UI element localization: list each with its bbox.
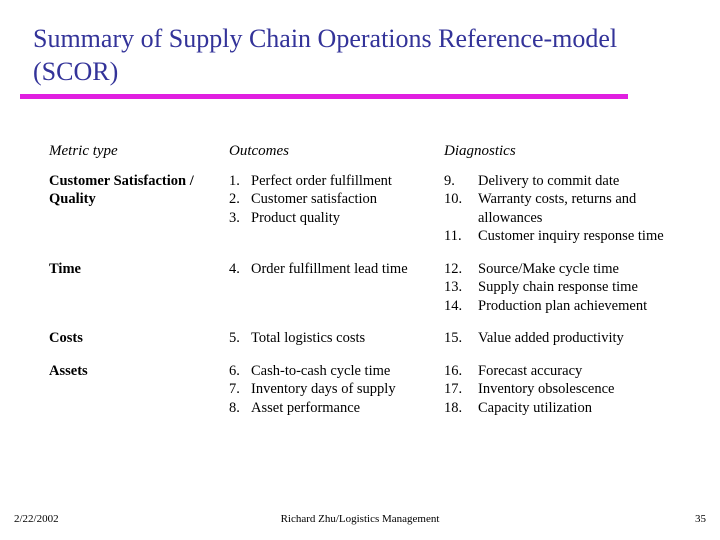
metric-item: 12. Source/Make cycle time bbox=[444, 260, 666, 279]
table-row: Assets 6. Cash-to-cash cycle time 7. Invento… bbox=[43, 357, 672, 427]
cell-outcomes: 5. Total logistics costs bbox=[223, 324, 438, 357]
metric-item-number: 18. bbox=[444, 399, 463, 416]
page-title: Summary of Supply Chain Operations Refer… bbox=[33, 24, 618, 86]
scor-table-body: Metric type Outcomes Diagnostics Custome… bbox=[43, 136, 672, 427]
metric-item-number: 14. bbox=[444, 297, 463, 314]
metric-item: 16. Forecast accuracy bbox=[444, 362, 666, 381]
metric-item-number: 6. bbox=[229, 362, 240, 379]
slide-footer: 2/22/2002 Richard Zhu/Logistics Manageme… bbox=[0, 512, 720, 532]
metric-type-label: Time bbox=[49, 260, 81, 277]
outcomes-list: 1. Perfect order fulfillment 2. Customer sa… bbox=[229, 172, 432, 228]
metric-item: 14. Production plan achievement bbox=[444, 297, 666, 316]
cell-metric-type: Costs bbox=[43, 324, 223, 357]
cell-diagnostics: 9. Delivery to commit date 10. Warranty cos… bbox=[438, 167, 672, 255]
footer-author: Richard Zhu/Logistics Management bbox=[280, 513, 440, 525]
cell-metric-type: Time bbox=[43, 255, 223, 325]
metric-item: 13. Supply chain response time bbox=[444, 278, 666, 297]
metric-item: 5. Total logistics costs bbox=[229, 329, 432, 348]
cell-diagnostics: 16. Forecast accuracy 17. Inventory obsoles… bbox=[438, 357, 672, 427]
footer-page-number: 35 bbox=[695, 513, 706, 525]
metric-item-text: Total logistics costs bbox=[251, 330, 366, 346]
metric-item-number: 12. bbox=[444, 260, 463, 277]
metric-item: 3. Product quality bbox=[229, 209, 432, 228]
diagnostics-list: 9. Delivery to commit date 10. Warranty cos… bbox=[444, 172, 666, 246]
cell-outcomes: 6. Cash-to-cash cycle time 7. Inventory day… bbox=[223, 357, 438, 427]
metric-item-text: Delivery to commit date bbox=[478, 172, 620, 189]
metric-item: 7. Inventory days of supply bbox=[229, 380, 432, 399]
cell-diagnostics: 12. Source/Make cycle time 13. Supply chain… bbox=[438, 255, 672, 325]
metric-item-text: Supply chain response time bbox=[478, 279, 638, 295]
metric-item-text: Cash-to-cash cycle time bbox=[251, 362, 391, 379]
metric-item: 6. Cash-to-cash cycle time bbox=[229, 362, 432, 381]
cell-metric-type: Customer Satisfaction / Quality bbox=[43, 167, 223, 255]
table-row: Costs 5. Total logistics costs 15. Value add… bbox=[43, 324, 672, 357]
metric-item-text: Product quality bbox=[251, 209, 341, 226]
table-header-row: Metric type Outcomes Diagnostics bbox=[43, 136, 672, 167]
metric-item: 2. Customer satisfaction bbox=[229, 190, 432, 209]
outcomes-list: 5. Total logistics costs bbox=[229, 329, 432, 348]
metric-type-label: Assets bbox=[49, 362, 88, 379]
metric-item-text: Inventory obsolescence bbox=[478, 381, 615, 397]
metric-item: 9. Delivery to commit date bbox=[444, 172, 666, 191]
metric-item: 11. Customer inquiry response time bbox=[444, 227, 666, 246]
outcomes-list: 6. Cash-to-cash cycle time 7. Inventory day… bbox=[229, 362, 432, 418]
metric-item: 17. Inventory obsolescence bbox=[444, 380, 666, 399]
metric-item-number: 16. bbox=[444, 362, 463, 379]
table-bottom-rule bbox=[43, 426, 672, 427]
metric-item-number: 3. bbox=[229, 209, 240, 226]
metric-item-number: 4. bbox=[229, 260, 240, 277]
column-header-outcomes: Outcomes bbox=[229, 143, 289, 159]
scor-metrics-table: Metric type Outcomes Diagnostics Custome… bbox=[43, 136, 672, 427]
metric-item-text: Order fulfillment lead time bbox=[251, 260, 408, 277]
metric-item-number: 1. bbox=[229, 172, 240, 189]
title-underline-rule bbox=[20, 94, 628, 99]
metric-item-text: Customer satisfaction bbox=[251, 191, 378, 207]
table-row: Time 4. Order fulfillment lead time 12. Sour… bbox=[43, 255, 672, 325]
metric-item-number: 9. bbox=[444, 172, 455, 189]
metric-item-text: Production plan achievement bbox=[478, 297, 648, 314]
metric-item-text: Perfect order fulfillment bbox=[251, 172, 392, 189]
metric-item-text: Customer inquiry response time bbox=[478, 228, 664, 244]
metric-item-number: 10. bbox=[444, 191, 463, 207]
metric-item-text: Source/Make cycle time bbox=[478, 260, 619, 277]
cell-outcomes: 4. Order fulfillment lead time bbox=[223, 255, 438, 325]
metric-item-number: 17. bbox=[444, 381, 463, 397]
column-header-diagnostics: Diagnostics bbox=[444, 143, 516, 159]
metric-item-number: 11. bbox=[444, 228, 462, 244]
metric-item: 18. Capacity utilization bbox=[444, 399, 666, 418]
metric-item-number: 5. bbox=[229, 330, 240, 346]
column-header-metric-type: Metric type bbox=[49, 143, 118, 159]
metric-item: 10. Warranty costs, returns and allowance… bbox=[444, 190, 666, 227]
diagnostics-list: 16. Forecast accuracy 17. Inventory obsoles… bbox=[444, 362, 666, 418]
metric-item-number: 13. bbox=[444, 279, 463, 295]
metric-item: 1. Perfect order fulfillment bbox=[229, 172, 432, 191]
metric-type-label: Costs bbox=[49, 330, 83, 346]
table-row: Customer Satisfaction / Quality 1. Perfect… bbox=[43, 167, 672, 255]
metric-item-number: 8. bbox=[229, 399, 240, 416]
cell-outcomes: 1. Perfect order fulfillment 2. Customer sa… bbox=[223, 167, 438, 255]
cell-metric-type: Assets bbox=[43, 357, 223, 427]
metric-item-text: Forecast accuracy bbox=[478, 362, 583, 379]
metric-item-number: 2. bbox=[229, 191, 240, 207]
cell-diagnostics: 15. Value added productivity bbox=[438, 324, 672, 357]
outcomes-list: 4. Order fulfillment lead time bbox=[229, 260, 432, 279]
diagnostics-list: 15. Value added productivity bbox=[444, 329, 666, 348]
metric-type-label: Customer Satisfaction / Quality bbox=[49, 172, 194, 208]
metric-item-number: 15. bbox=[444, 330, 463, 346]
metric-item: 4. Order fulfillment lead time bbox=[229, 260, 432, 279]
metric-item: 15. Value added productivity bbox=[444, 329, 666, 348]
metric-item-text: Asset performance bbox=[251, 399, 361, 416]
diagnostics-list: 12. Source/Make cycle time 13. Supply chain… bbox=[444, 260, 666, 316]
metric-item-text: Capacity utilization bbox=[478, 399, 592, 416]
metric-item-number: 7. bbox=[229, 381, 240, 397]
metric-item-text: Value added productivity bbox=[478, 330, 624, 346]
footer-date: 2/22/2002 bbox=[14, 513, 59, 525]
metric-item: 8. Asset performance bbox=[229, 399, 432, 418]
metric-item-text: Warranty costs, returns and allowances bbox=[478, 191, 637, 226]
metric-item-text: Inventory days of supply bbox=[251, 381, 396, 397]
